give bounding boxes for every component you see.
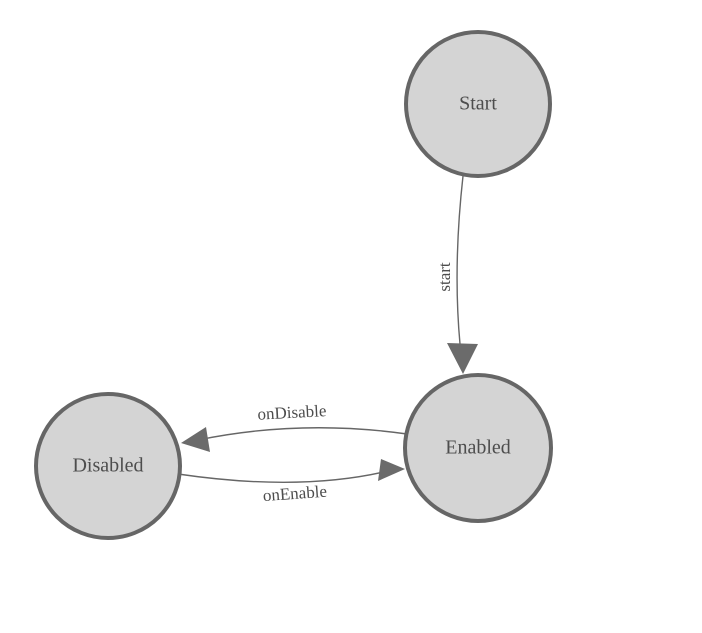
transition-onenable: onEnable (177, 459, 405, 505)
transition-ondisable-arrowhead-icon (181, 427, 210, 452)
state-node-start-circle (404, 30, 552, 178)
transition-onenable-path (177, 470, 389, 484)
state-node-start-label: Start (459, 93, 497, 115)
transition-start-arrowhead-icon (447, 343, 478, 374)
transition-ondisable-path (197, 427, 408, 441)
state-node-start: Start (404, 30, 552, 178)
transition-start: start (435, 175, 478, 374)
state-node-disabled: Disabled (34, 392, 182, 540)
state-node-enabled-circle (403, 373, 553, 523)
state-node-disabled-circle (34, 392, 182, 540)
transition-onenable-label: onEnable (262, 482, 327, 505)
state-node-disabled-label: Disabled (72, 455, 143, 477)
transition-ondisable-label: onDisable (257, 401, 327, 424)
state-node-enabled-label: Enabled (445, 437, 511, 459)
transition-start-label: start (435, 262, 454, 292)
transition-ondisable: onDisable (181, 401, 408, 452)
transition-onenable-arrowhead-icon (378, 459, 405, 481)
transition-start-path (456, 175, 464, 345)
state-node-enabled: Enabled (403, 373, 553, 523)
